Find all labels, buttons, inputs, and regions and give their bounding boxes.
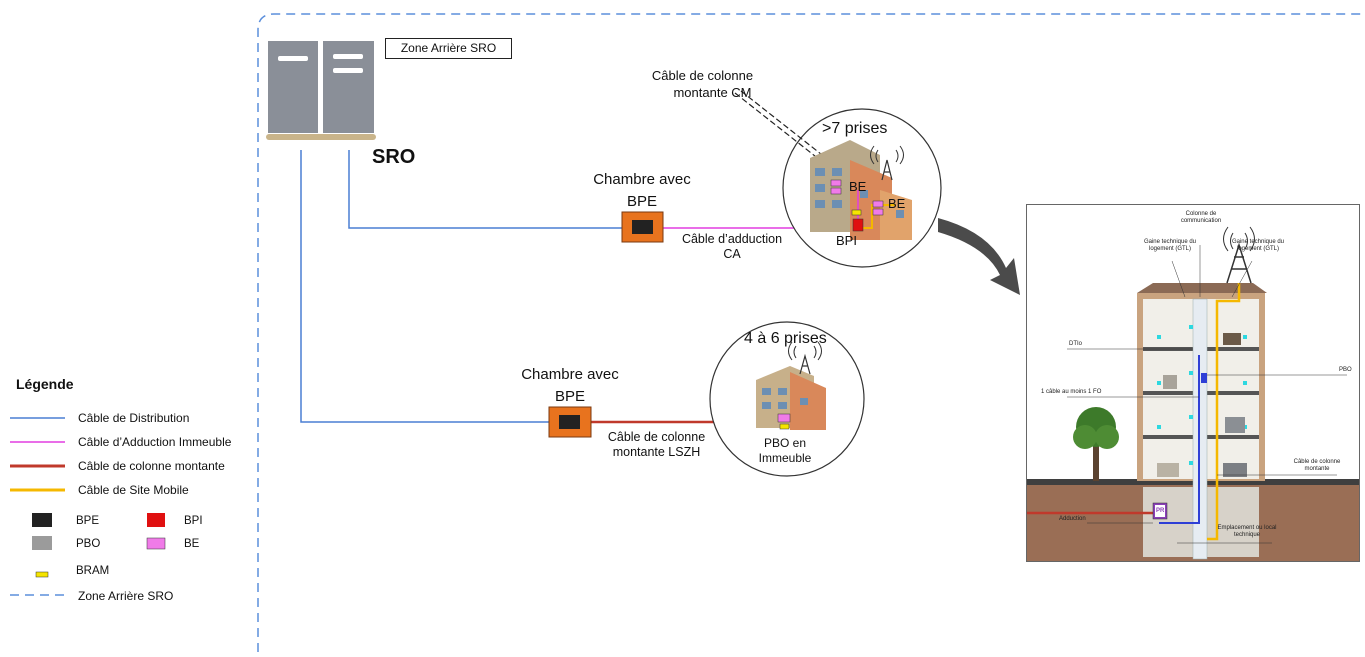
legend-swatch-bpe: BPE: [76, 515, 100, 527]
distribution-cable-upper: [348, 150, 622, 229]
building-illustration: [1027, 205, 1359, 561]
sro-cabinet-icon: [266, 41, 376, 140]
cm-label-line2: montante CM: [673, 85, 752, 100]
legend-line-mobile: Câble de Site Mobile: [78, 483, 189, 497]
legend-title: Légende: [16, 376, 74, 392]
chambre-box-label-upper: BPE: [626, 193, 657, 210]
prises-title-lower: 4 à 6 prises: [744, 330, 827, 347]
legend-swatch-be: BE: [184, 538, 200, 550]
cm-pointer: [734, 90, 827, 161]
bld-pbo-label: PBO: [1339, 367, 1352, 373]
colonne-cable-label-line2: montante LSZH: [612, 445, 701, 459]
legend-line-colonne: Câble de colonne montante: [78, 459, 225, 473]
building-cross-section: Colonne de communication Gaine technique…: [1026, 204, 1360, 562]
building-icon-lower: [756, 341, 826, 430]
sro-label: SRO: [372, 146, 416, 168]
bld-gtl-left-label: Gaine technique du logement (GTL): [1143, 239, 1197, 252]
bld-colonne-montante-label: Câble de colonne montante: [1293, 459, 1341, 472]
legend-zone-line: Zone Arrière SRO: [78, 589, 174, 603]
legend-graphics: [10, 417, 166, 596]
bld-adduction-label: Adduction: [1059, 516, 1086, 522]
adduction-cable-label-line2: CA: [723, 247, 741, 261]
legend-swatch-pbo: PBO: [76, 538, 101, 550]
bld-colonne-label: Colonne de communication: [1180, 211, 1222, 224]
bld-pr-label: PR: [1156, 508, 1165, 514]
chambre-bpe-lower: [548, 406, 592, 438]
chambre-title-lower: Chambre avec: [521, 366, 619, 383]
legend-line-distribution: Câble de Distribution: [78, 411, 190, 425]
building-icon-upper: [810, 140, 912, 240]
pbo-label-line1: PBO en: [763, 436, 807, 450]
bld-cable-fo-label: 1 câble au moins 1 FO: [1041, 389, 1102, 395]
chambre-bpe-upper: [621, 211, 664, 243]
bld-dti-label: DTIo: [1069, 341, 1083, 347]
cm-label-line1: Câble de colonne: [651, 68, 754, 83]
colonne-cable-label-line1: Câble de colonne: [607, 430, 706, 444]
distribution-cable-lower: [300, 150, 549, 423]
zoom-arrow-icon: [938, 218, 1020, 295]
legend-swatch-bram: BRAM: [76, 565, 110, 577]
bld-local-label: Emplacement ou local technique: [1217, 525, 1277, 538]
be-label-upper-right: BE: [888, 196, 906, 211]
bpi-label: BPI: [836, 233, 857, 248]
prises-title-upper: >7 prises: [822, 120, 888, 137]
adduction-cable-label-line1: Câble d’adduction: [681, 232, 783, 246]
legend-line-adduction: Câble d’Adduction Immeuble: [78, 435, 232, 449]
chambre-title-upper: Chambre avec: [593, 171, 691, 188]
zone-label: Zone Arrière SRO: [385, 38, 512, 59]
legend-swatch-bpi: BPI: [184, 515, 203, 527]
zone-boundary: [257, 13, 1365, 652]
legend: Légende Câble de Distribution Câble d’Ad…: [8, 372, 258, 612]
bld-gtl-right-label: Gaine technique du logement (GTL): [1231, 239, 1285, 252]
be-label-upper-left: BE: [849, 179, 867, 194]
pbo-label-line2: Immeuble: [758, 451, 812, 465]
chambre-box-label-lower: BPE: [554, 388, 585, 405]
